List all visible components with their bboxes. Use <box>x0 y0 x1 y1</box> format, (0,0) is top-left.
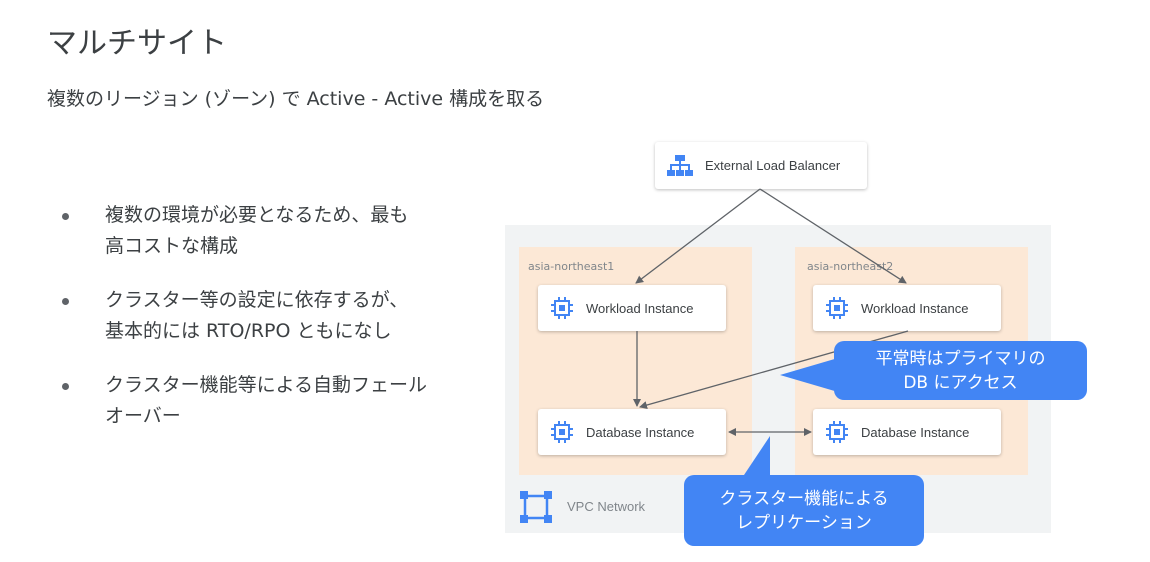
bullet-text-line2: 基本的には RTO/RPO ともになし <box>105 320 392 342</box>
bullet-text-line2: 高コストな構成 <box>105 235 239 257</box>
load-balancer-icon <box>667 154 693 178</box>
bullet-text-line1: クラスター機能等による自動フェール <box>105 374 428 396</box>
compute-chip-icon <box>825 420 849 444</box>
callout-line2: DB にアクセス <box>903 372 1018 393</box>
bullet-item: 複数の環境が必要となるため、最も 高コストな構成 <box>62 200 492 262</box>
callout-line2: レプリケーション <box>736 512 872 533</box>
database-instance-node: Database Instance <box>813 409 1001 455</box>
node-label: Database Instance <box>586 424 695 440</box>
bullet-item: クラスター等の設定に依存するが、 基本的には RTO/RPO ともになし <box>62 285 492 347</box>
arrow-lb-to-workload-1 <box>635 188 761 284</box>
zone-label: asia-northeast1 <box>528 260 615 273</box>
node-label: Workload Instance <box>861 300 969 316</box>
bullet-text-line1: クラスター等の設定に依存するが、 <box>105 289 409 311</box>
bullet-text-line2: オーバー <box>105 405 181 427</box>
callout-line1: クラスター機能による <box>719 488 889 509</box>
workload-instance-node: Workload Instance <box>813 285 1001 331</box>
compute-chip-icon <box>550 420 574 444</box>
callout-cluster-replication: クラスター機能による レプリケーション <box>684 475 924 546</box>
node-label: Database Instance <box>861 424 970 440</box>
bullet-item: クラスター機能等による自動フェール オーバー <box>62 370 492 432</box>
external-load-balancer-node: External Load Balancer <box>655 142 867 189</box>
database-instance-node: Database Instance <box>538 409 726 455</box>
bullet-list: 複数の環境が必要となるため、最も 高コストな構成 クラスター等の設定に依存するが… <box>62 200 492 455</box>
page-title: マルチサイト <box>47 26 227 61</box>
callout-primary-pointer <box>780 358 838 392</box>
node-label: External Load Balancer <box>705 158 841 173</box>
bullet-text-line1: 複数の環境が必要となるため、最も <box>105 204 409 226</box>
workload-instance-node: Workload Instance <box>538 285 726 331</box>
callout-primary-db-access: 平常時はプライマリの DB にアクセス <box>834 341 1087 400</box>
vpc-network-icon <box>519 491 553 527</box>
arrow-lb-to-workload-2 <box>759 188 907 284</box>
bullet-dot-icon <box>62 298 69 305</box>
vpc-network-label: VPC Network <box>567 499 646 514</box>
bullet-dot-icon <box>62 213 69 220</box>
compute-chip-icon <box>825 296 849 320</box>
callout-line1: 平常時はプライマリの <box>875 348 1046 369</box>
callout-replication-pointer <box>742 436 770 478</box>
bullet-dot-icon <box>62 383 69 390</box>
node-label: Workload Instance <box>586 300 694 316</box>
compute-chip-icon <box>550 296 574 320</box>
page-subtitle: 複数のリージョン (ゾーン) で Active - Active 構成を取る <box>47 88 545 110</box>
zone-label: asia-northeast2 <box>807 260 894 273</box>
